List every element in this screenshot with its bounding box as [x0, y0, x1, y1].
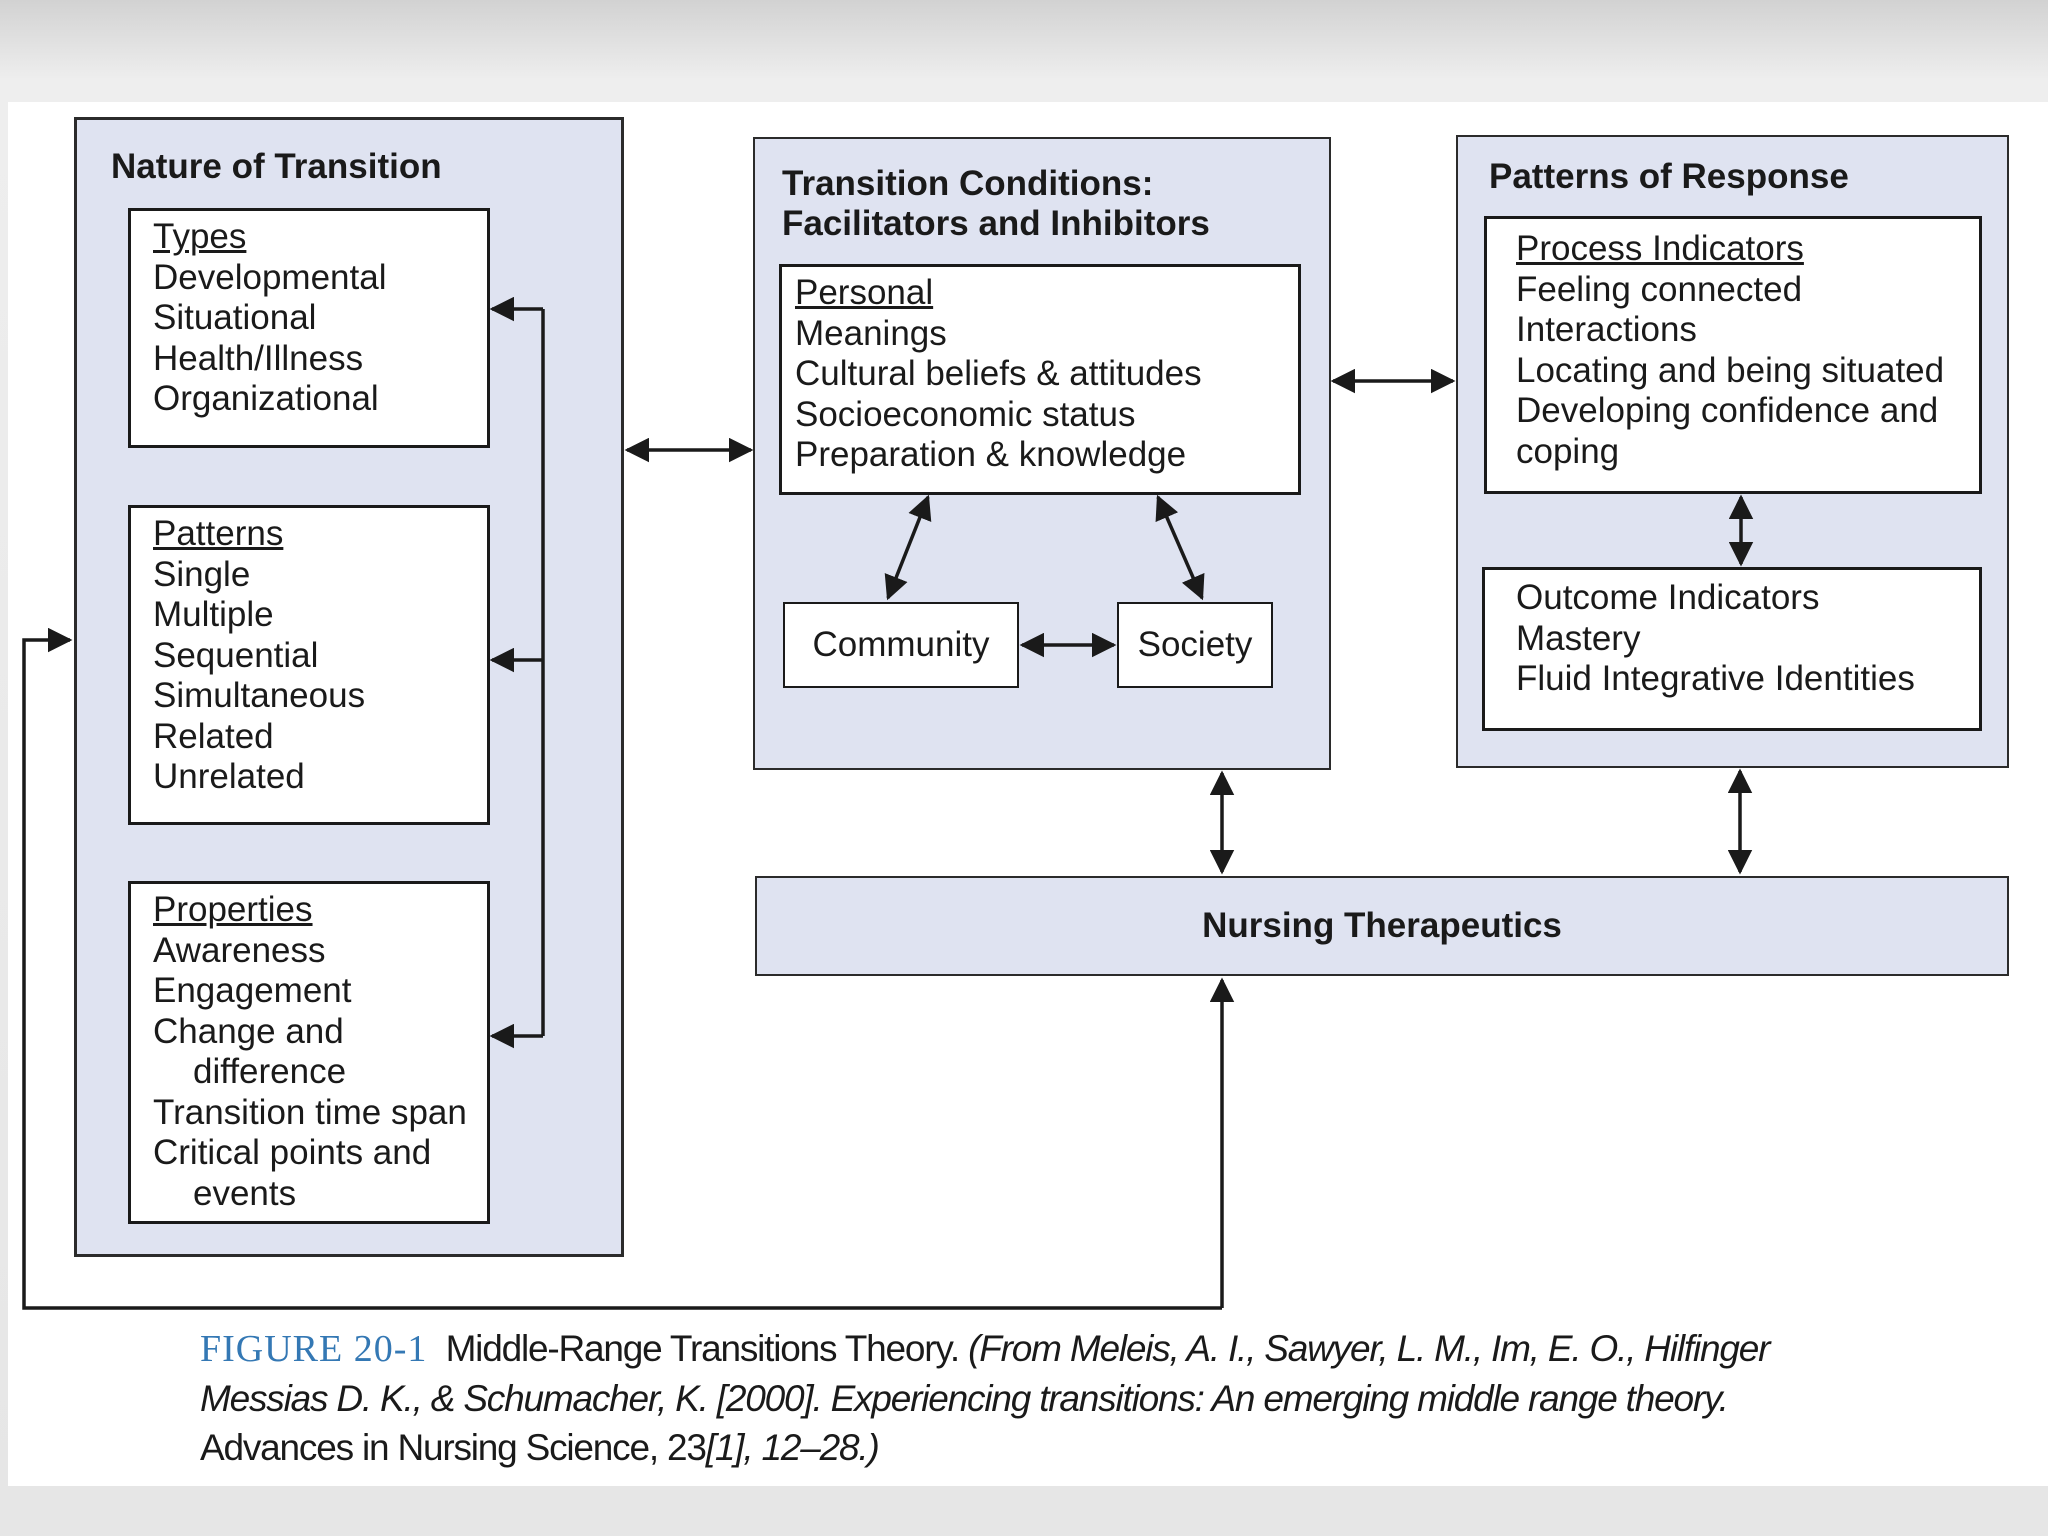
process-indicators-item: coping: [1516, 431, 1620, 471]
patterns-item: Related: [153, 716, 274, 756]
outcome-indicators-box: Outcome Indicators Mastery Fluid Integra…: [1482, 567, 1982, 731]
outcome-indicators-heading: Outcome Indicators: [1516, 578, 1820, 617]
patterns-item: Single: [153, 554, 251, 594]
process-indicators-item: Interactions: [1516, 310, 1697, 349]
patterns-of-response-title: Patterns of Response: [1489, 157, 1849, 196]
types-heading: Types: [153, 217, 247, 256]
properties-item: Engagement: [153, 971, 352, 1010]
patterns-heading: Patterns: [153, 514, 284, 553]
society-box: Society: [1117, 602, 1273, 688]
transition-conditions-title-line1: Transition Conditions:: [782, 164, 1154, 203]
properties-heading: Properties: [153, 890, 313, 929]
nursing-therapeutics-panel: Nursing Therapeutics: [755, 876, 2009, 976]
patterns-item: Multiple: [153, 595, 274, 634]
personal-item: Preparation & knowledge: [795, 435, 1187, 474]
patterns-item: Sequential: [153, 635, 319, 675]
process-indicators-box: Process Indicators Feeling connected Int…: [1484, 216, 1982, 494]
process-indicators-item: Developing confidence and: [1516, 391, 1939, 430]
figure-citation: (From Meleis, A. I., Sawyer, L. M., Im, …: [200, 1328, 1770, 1419]
process-indicators-item: Locating and being situated: [1516, 350, 1945, 390]
types-item: Health/Illness: [153, 338, 364, 378]
patterns-item: Simultaneous: [153, 676, 366, 715]
nature-of-transition-title: Nature of Transition: [111, 147, 442, 186]
personal-item: Meanings: [795, 313, 947, 353]
transition-conditions-title-line2: Facilitators and Inhibitors: [782, 204, 1210, 243]
transition-conditions-title: Transition Conditions: Facilitators and …: [782, 164, 1210, 244]
types-item: Organizational: [153, 379, 379, 418]
process-indicators-item: Feeling connected: [1516, 269, 1803, 309]
personal-item: Socioeconomic status: [795, 394, 1136, 434]
properties-box: Properties Awareness Engagement Change a…: [128, 881, 490, 1224]
types-item: Situational: [153, 298, 317, 337]
figure-caption: FIGURE 20-1 Middle-Range Transitions The…: [200, 1324, 1840, 1472]
community-box: Community: [783, 602, 1019, 688]
properties-item: difference: [193, 1052, 347, 1091]
properties-item: Critical points and: [153, 1133, 432, 1172]
properties-item: Awareness: [153, 930, 326, 970]
figure-journal: Advances in Nursing Science, 23: [200, 1427, 707, 1468]
figure-title: Middle-Range Transitions Theory.: [445, 1328, 961, 1369]
properties-item: Transition time span: [153, 1092, 467, 1132]
figure-label: FIGURE 20-1: [200, 1328, 428, 1370]
process-indicators-heading: Process Indicators: [1516, 229, 1804, 268]
properties-item: Change and: [153, 1011, 344, 1051]
properties-item: events: [193, 1173, 297, 1213]
outcome-indicators-item: Mastery: [1516, 618, 1641, 658]
personal-item: Cultural beliefs & attitudes: [795, 354, 1202, 393]
figure-volume: [1], 12–28.): [705, 1427, 880, 1468]
outcome-indicators-item: Fluid Integrative Identities: [1516, 659, 1915, 698]
patterns-box: Patterns Single Multiple Sequential Simu…: [128, 505, 490, 825]
personal-box: Personal Meanings Cultural beliefs & att…: [779, 264, 1301, 495]
personal-heading: Personal: [795, 273, 934, 312]
types-box: Types Developmental Situational Health/I…: [128, 208, 490, 448]
patterns-item: Unrelated: [153, 757, 305, 796]
types-item: Developmental: [153, 257, 387, 297]
